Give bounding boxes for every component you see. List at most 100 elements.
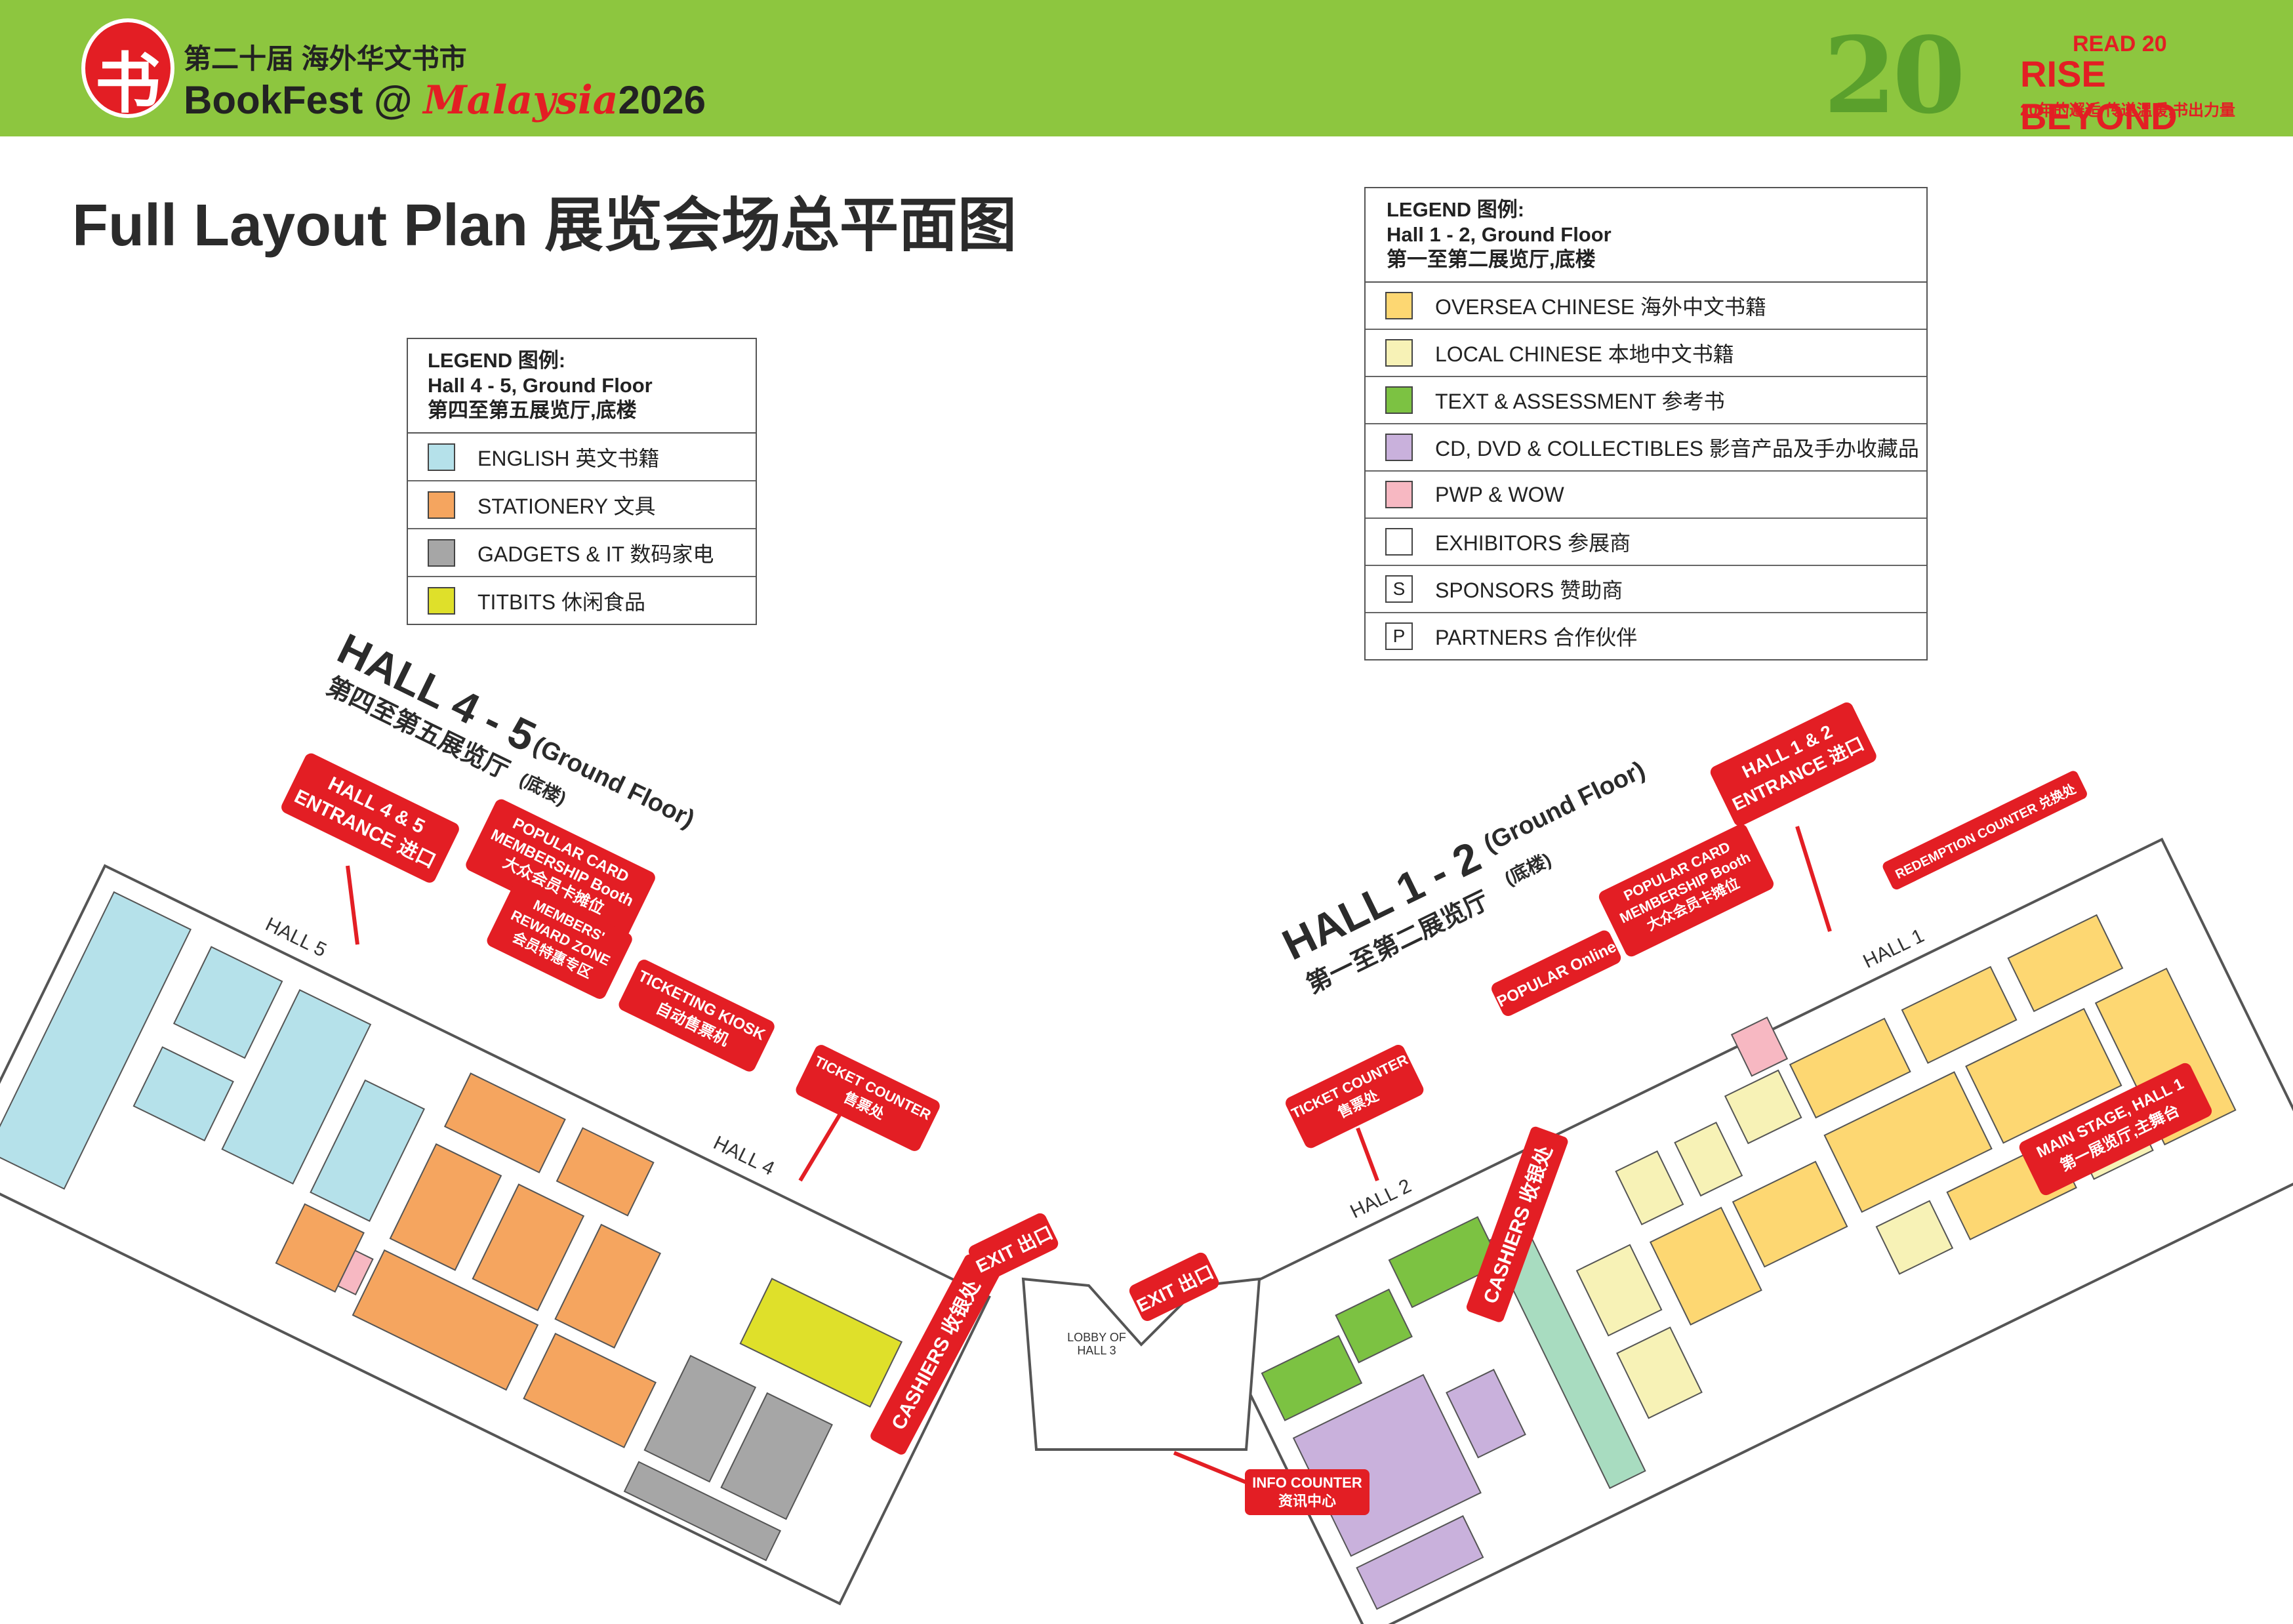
ticket-counter-callout-left: TICKET COUNTER 售票处 <box>796 1045 940 1151</box>
booth-english <box>221 989 372 1185</box>
legend-subheading: Hall 4 - 5, Ground Floor <box>428 374 653 397</box>
callout-text: 资讯中心 <box>1278 1493 1336 1509</box>
legend-swatch <box>1385 528 1413 556</box>
legend-label: EXHIBITORS 参展商 <box>1435 531 1631 555</box>
legend-label: SPONSORS 赞助商 <box>1435 579 1623 602</box>
booth-text-assessment <box>1335 1288 1413 1364</box>
legend-swatch <box>428 491 455 519</box>
callout-pointer <box>346 865 359 945</box>
legend-item-cd-dvd: CD, DVD & COLLECTIBLES 影音产品及手办收藏品 <box>1366 424 1926 472</box>
members-reward-callout: MEMBERS' REWARD ZONE 会员特惠专区 <box>487 881 632 999</box>
redemption-counter-callout: REDEMPTION COUNTER 兑换处 <box>1882 771 2087 890</box>
hall-1-2-cn-floor: (底楼) <box>1501 849 1554 889</box>
exit-callout-left: EXIT 出口 <box>968 1213 1059 1282</box>
exit-callout-right: EXIT 出口 <box>1129 1252 1219 1321</box>
booth-oversea-chinese <box>1649 1206 1762 1326</box>
popular-online-callout: POPULAR Online <box>1491 930 1621 1016</box>
event-country: Malaysia <box>423 77 619 123</box>
legend-swatch <box>428 586 455 615</box>
booth-stationery <box>523 1332 657 1449</box>
booth-oversea-chinese <box>2007 914 2124 1013</box>
ticketing-kiosk-callout: TICKETING KIOSK 自动售票机 <box>619 960 775 1072</box>
anniversary-logo: 20 READ 20 RISE BEYOND 20年的邂逅 传递温暖,书出力量 <box>1823 20 2250 137</box>
event-year: 2026 <box>618 78 706 122</box>
legend-swatch <box>428 443 455 471</box>
booth-cd-dvd <box>1446 1368 1526 1459</box>
event-name: BookFest @ Malaysia2026 <box>184 77 706 123</box>
callout-pointer <box>1173 1451 1248 1484</box>
callout-text: REDEMPTION COUNTER 兑换处 <box>1893 781 2079 882</box>
callout-pointer <box>1356 1127 1379 1182</box>
booth-stationery <box>352 1249 539 1391</box>
booth-stationery <box>443 1072 566 1173</box>
callout-text: INFO COUNTER <box>1252 1474 1362 1491</box>
booth-oversea-chinese <box>1965 1007 2122 1144</box>
legend-label: CD, DVD & COLLECTIBLES 影音产品及手办收藏品 <box>1435 437 1919 460</box>
booth-local-chinese <box>1575 1244 1663 1337</box>
legend-subheading-cn: 第四至第五展览厅,底楼 <box>428 399 637 422</box>
legend-swatch <box>1385 339 1413 367</box>
legend-item-partners: P PARTNERS 合作伙伴 <box>1366 613 1926 659</box>
booth-gadgets <box>623 1461 782 1562</box>
partner-symbol-icon: P <box>1385 622 1413 650</box>
legend-label: GADGETS & IT 数码家电 <box>477 542 714 566</box>
booth-english <box>0 891 192 1190</box>
legend-item-exhibitors: EXHIBITORS 参展商 <box>1366 519 1926 566</box>
legend-item-titbits: TITBITS 休闲食品 <box>408 577 756 624</box>
legend-swatch <box>428 538 455 567</box>
legend-swatch <box>1385 386 1413 414</box>
hall-4-5-area: HALL 5 HALL 4 <box>0 864 991 1606</box>
callout-pointer <box>1795 826 1832 932</box>
legend-swatch <box>1385 481 1413 508</box>
event-chinese-title: 第二十届 海外华文书市 <box>184 43 467 74</box>
booth-local-chinese <box>1724 1069 1802 1145</box>
legend-item-local-chinese: LOCAL CHINESE 本地中文书籍 <box>1366 330 1926 377</box>
hall-4-5-entrance-callout: HALL 4 & 5 ENTRANCE 进口 <box>281 753 459 883</box>
legend-header: LEGEND 图例: Hall 4 - 5, Ground Floor 第四至第… <box>408 339 756 434</box>
booth-stationery <box>554 1223 661 1349</box>
bookfest-logo-icon <box>85 22 171 125</box>
anniversary-number: 20 <box>1823 14 1966 137</box>
legend-header: LEGEND 图例: Hall 1 - 2, Ground Floor 第一至第… <box>1366 188 1926 283</box>
booth-cd-dvd <box>1356 1515 1484 1610</box>
legend-swatch <box>1385 434 1413 461</box>
legend-label: PARTNERS 合作伙伴 <box>1435 626 1638 649</box>
hall-1-2-floor: (Ground Floor) <box>1480 756 1650 858</box>
legend-item-oversea-chinese: OVERSEA CHINESE 海外中文书籍 <box>1366 283 1926 330</box>
legend-label: TITBITS 休闲食品 <box>477 590 646 614</box>
header-bar: 第二十届 海外华文书市 BookFest @ Malaysia2026 20 R… <box>0 0 2293 137</box>
ticket-counter-callout-right: TICKET COUNTER 售票处 <box>1286 1045 1424 1148</box>
booth-pwp <box>336 1249 374 1296</box>
booth-english <box>172 946 283 1059</box>
legend-subheading: Hall 1 - 2, Ground Floor <box>1387 223 1612 246</box>
legend-swatch <box>1385 292 1413 319</box>
tagline-main: RISE BEYOND <box>2020 53 2178 137</box>
legend-heading: LEGEND 图例: <box>428 349 566 372</box>
legend-halls-4-5: LEGEND 图例: Hall 4 - 5, Ground Floor 第四至第… <box>407 338 757 625</box>
booth-local-chinese <box>1616 1326 1703 1419</box>
legend-subheading-cn: 第一至第二展览厅,底楼 <box>1387 248 1596 271</box>
booth-local-chinese <box>1674 1122 1743 1197</box>
tagline-top: READ 20 <box>2073 31 2167 56</box>
booth-english <box>310 1079 426 1222</box>
booth-gadgets <box>643 1354 757 1483</box>
legend-label: OVERSEA CHINESE 海外中文书籍 <box>1435 295 1766 319</box>
legend-label: STATIONERY 文具 <box>477 494 656 518</box>
legend-item-english: ENGLISH 英文书籍 <box>408 434 756 481</box>
booth-local-chinese <box>1875 1200 1954 1275</box>
page-title: Full Layout Plan 展览会场总平面图 <box>72 193 1017 258</box>
booth-oversea-chinese <box>1789 1017 1911 1119</box>
booth-oversea-chinese <box>1901 965 2018 1065</box>
legend-heading: LEGEND 图例: <box>1387 198 1525 221</box>
legend-label: LOCAL CHINESE 本地中文书籍 <box>1435 342 1734 366</box>
lobby-label: HALL 3 <box>1077 1344 1116 1357</box>
booth-stationery <box>556 1127 655 1217</box>
legend-item-pwp: PWP & WOW <box>1366 472 1926 519</box>
booth-oversea-chinese <box>1823 1071 1993 1213</box>
hall-1-2-area: HALL 2 HALL 1 <box>1205 838 2293 1624</box>
booth-pwp <box>1730 1016 1789 1077</box>
hall-1-2-entrance-callout: HALL 1 & 2 ENTRANCE 进口 <box>1710 702 1877 826</box>
booth-titbits <box>739 1278 903 1408</box>
sponsor-symbol-icon: S <box>1385 575 1413 603</box>
